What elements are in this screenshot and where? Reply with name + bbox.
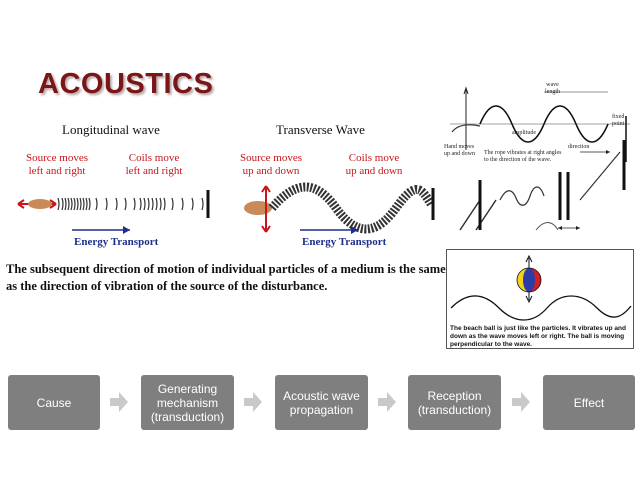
transverse-spring-illustration <box>244 182 435 234</box>
transverse-wave-title: Transverse Wave <box>276 122 365 137</box>
direction-label: direction <box>568 144 590 150</box>
flow-arrow-icon <box>244 392 262 412</box>
flow-arrow-icon <box>512 392 530 412</box>
flow-step-generating-mechanism: Generating mechanism (transduction) <box>141 375 234 430</box>
flow-arrow-icon <box>378 392 396 412</box>
wave-description-sentence: The subsequent direction of motion of in… <box>6 262 446 293</box>
rope-wave-diagram <box>450 86 630 231</box>
beach-ball-caption: The beach ball is just like the particle… <box>450 325 626 348</box>
energy-transport-label-2: Energy Transport <box>302 236 387 248</box>
longitudinal-spring-illustration <box>17 190 210 234</box>
slide-title: ACOUSTICS <box>38 68 214 100</box>
flow-step-effect: Effect <box>543 375 635 430</box>
fixed-point-label: fixed point <box>612 114 625 127</box>
longitudinal-wave-title: Longitudinal wave <box>62 122 160 137</box>
wave-length-label: wave length <box>545 82 560 95</box>
tw-source-label: Source moves up and down <box>239 152 302 177</box>
beach-ball-illustration <box>450 254 632 321</box>
flow-step-reception: Reception (transduction) <box>408 375 501 430</box>
energy-transport-label-1: Energy Transport <box>74 236 159 248</box>
hand-moves-label: Hand moves up and down <box>444 144 475 157</box>
flow-step-cause: Cause <box>8 375 100 430</box>
tw-coils-label: Coils move up and down <box>345 152 403 177</box>
flow-step-acoustic-propagation: Acoustic wave propagation <box>275 375 368 430</box>
lw-source-label: Source moves left and right <box>25 152 88 177</box>
flow-arrow-icon <box>110 392 128 412</box>
beach-ball-panel <box>446 249 634 349</box>
amplitude-label: amplitude <box>512 130 536 136</box>
lw-coils-label: Coils move left and right <box>125 152 183 177</box>
rope-caption: The rope vibrates at right angles to the… <box>484 150 562 163</box>
